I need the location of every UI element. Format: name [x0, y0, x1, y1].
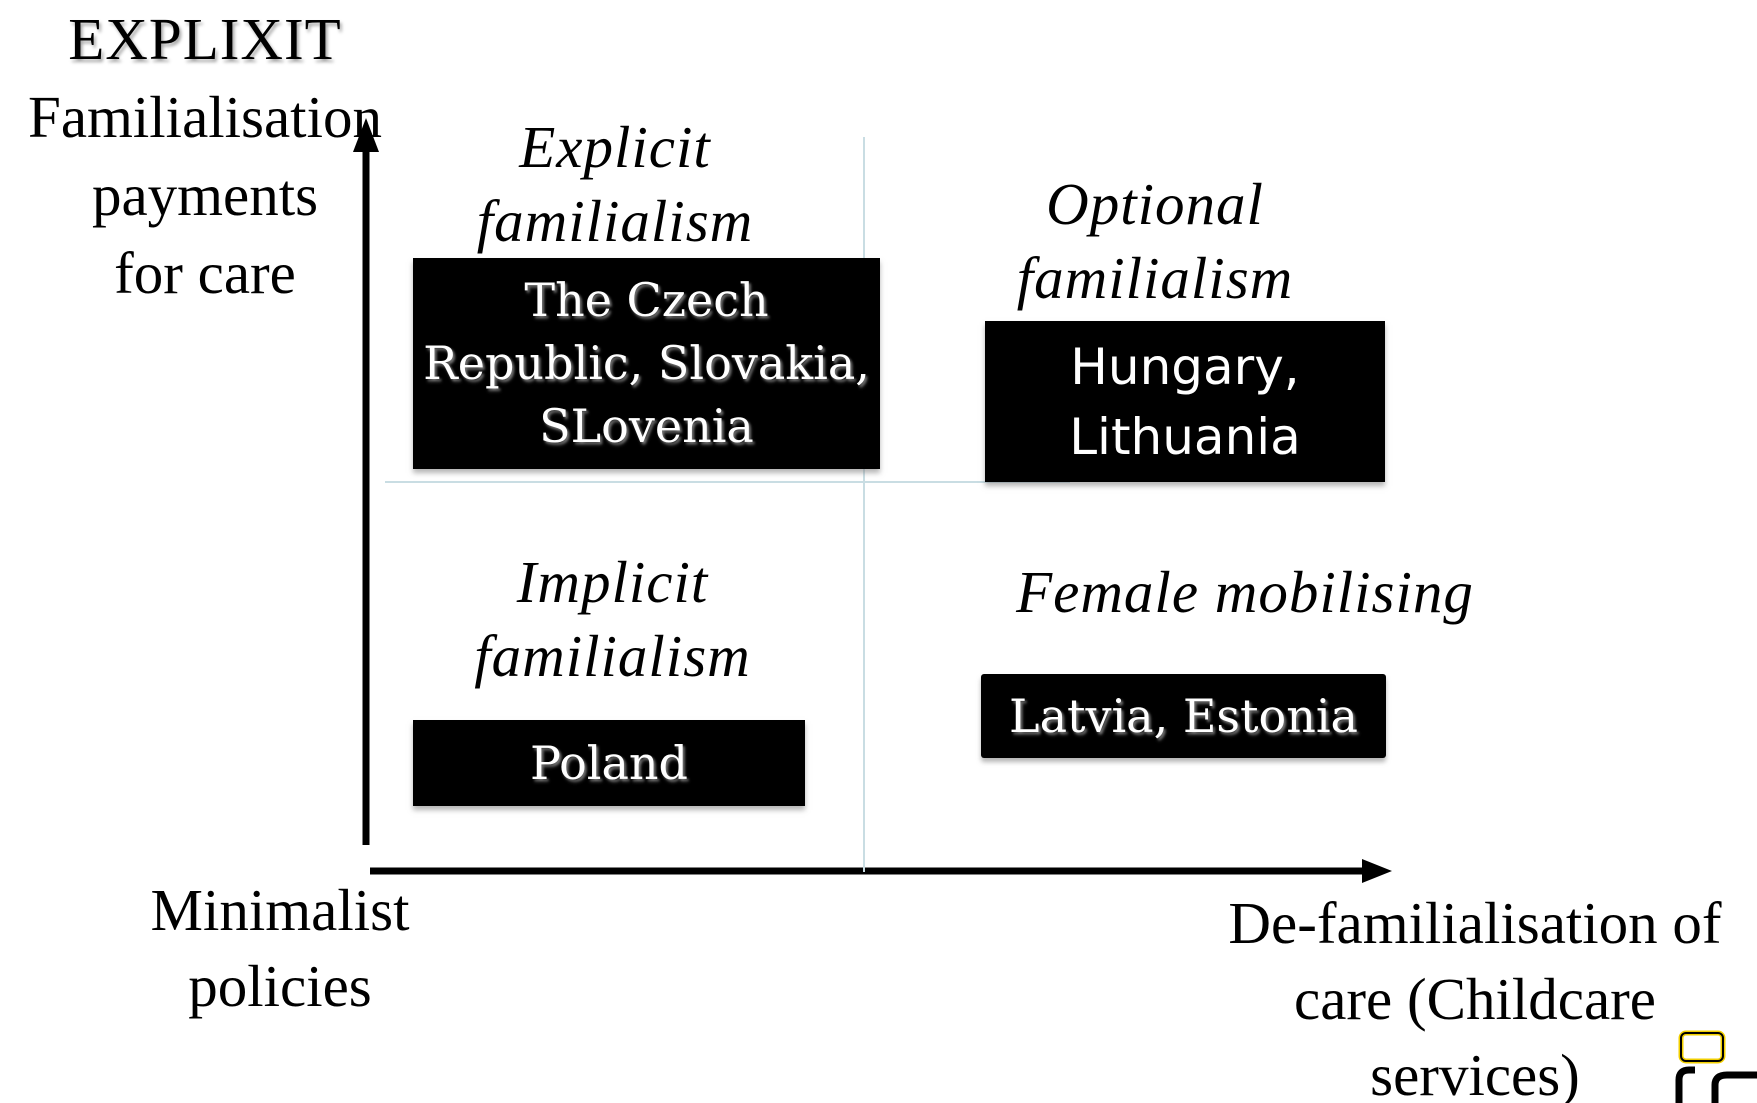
country-box-text: Latvia, Estonia — [1009, 685, 1358, 748]
y-axis-arrowhead — [353, 118, 379, 152]
origin-label-line: policies — [188, 953, 372, 1019]
heading-line: Implicit — [516, 549, 709, 615]
corner-logo-icon — [1675, 1030, 1757, 1103]
x-axis-label-line: care (Childcare — [1294, 966, 1656, 1032]
country-line: SLovenia — [539, 399, 754, 453]
country-box-bottom-left: Poland — [413, 720, 805, 806]
y-axis-heading: EXPLIXIT — [68, 6, 342, 72]
country-box-text: The Czech Republic, Slovakia, SLovenia — [423, 269, 870, 458]
x-axis-label-line: services) — [1370, 1042, 1580, 1103]
heading-line: Female mobilising — [1016, 559, 1474, 625]
heading-line: familialism — [474, 623, 751, 689]
country-box-text: Hungary, Lithuania — [1069, 332, 1301, 472]
country-box-top-right: Hungary, Lithuania — [985, 321, 1385, 482]
quadrant-heading-explicit: Explicit familialism — [440, 110, 790, 258]
country-line: Poland — [530, 735, 688, 790]
quadrant-heading-implicit: Implicit familialism — [440, 545, 785, 693]
y-axis-label-line: for care — [114, 240, 296, 306]
country-line: Hungary, — [1070, 337, 1300, 396]
x-axis-label-line: De-familialisation of — [1228, 890, 1722, 956]
country-line: Republic, Slovakia, — [423, 336, 870, 390]
country-box-text: Poland — [530, 732, 688, 795]
country-line: The Czech — [524, 273, 769, 327]
origin-label-line: Minimalist — [150, 877, 410, 943]
y-axis-label-line: Familialisation — [28, 84, 382, 150]
x-axis-arrowhead — [1362, 859, 1392, 883]
vertical-divider — [863, 137, 865, 872]
heading-line: Explicit — [519, 114, 711, 180]
heading-line: familialism — [1016, 245, 1294, 311]
x-axis-title: De-familialisation of care (Childcare se… — [1195, 885, 1755, 1103]
quadrant-heading-optional: Optional familialism — [975, 167, 1335, 315]
y-axis-label-line: payments — [91, 162, 319, 228]
y-axis-title: EXPLIXIT Familialisation payments for ca… — [0, 0, 410, 312]
country-box-top-left: The Czech Republic, Slovakia, SLovenia — [413, 258, 880, 469]
country-line: Lithuania — [1069, 407, 1301, 466]
heading-line: familialism — [476, 188, 754, 254]
country-line: Latvia, Estonia — [1009, 688, 1358, 743]
heading-line: Optional — [1046, 171, 1264, 237]
horizontal-divider — [385, 481, 1070, 483]
origin-label: Minimalist policies — [120, 872, 440, 1024]
country-box-bottom-right: Latvia, Estonia — [981, 674, 1386, 758]
quadrant-heading-female-mobilising: Female mobilising — [990, 555, 1500, 629]
